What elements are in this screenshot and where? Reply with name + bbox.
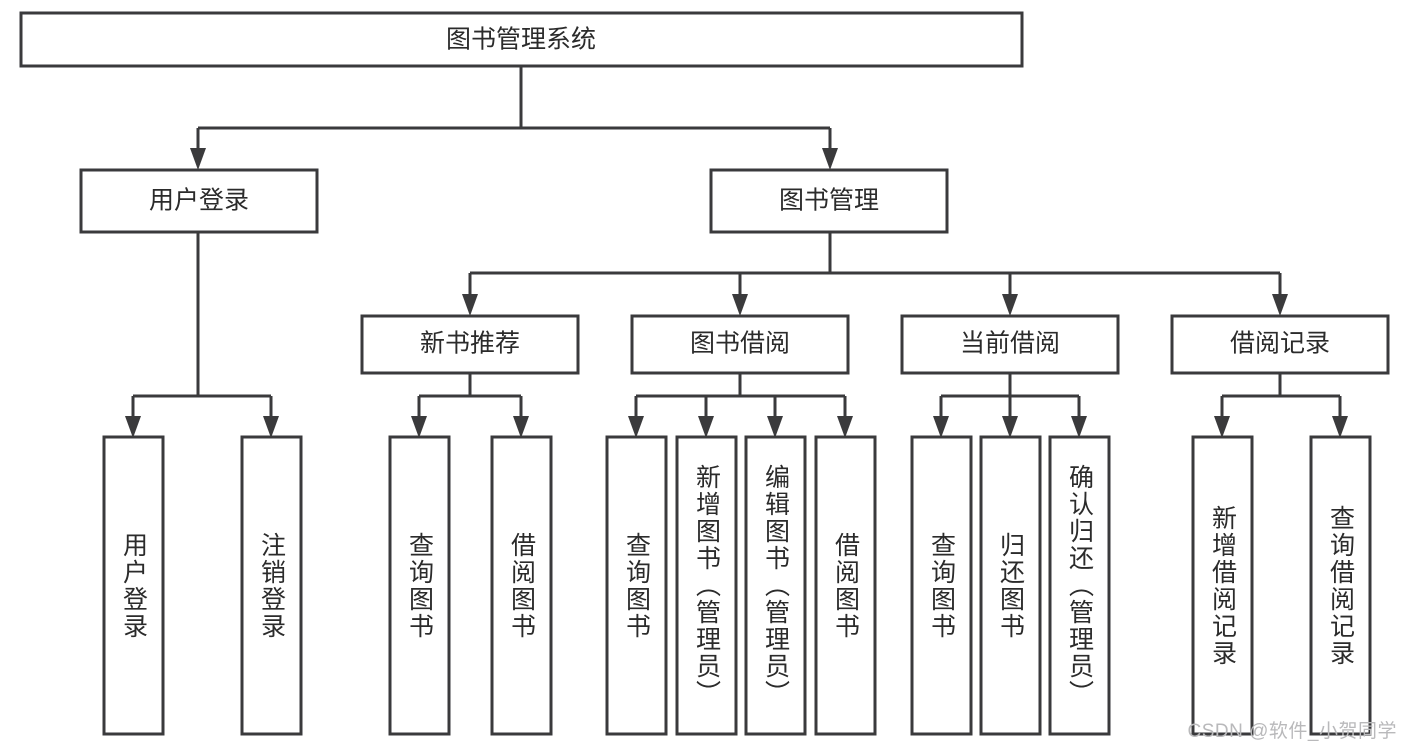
node-current-borrow-label: 当前借阅 [960,330,1060,358]
leaf-box-current-borrow-0[interactable] [910,435,973,736]
node-current-borrow[interactable]: 当前借阅 [900,314,1120,375]
connector-currentborrow-to-leaves [933,373,1087,438]
node-book-borrow[interactable]: 图书借阅 [630,314,850,375]
leaf-box-new-book-0[interactable] [388,435,451,736]
node-borrow-record-box[interactable] [1170,314,1390,375]
node-new-book-recommend-box[interactable] [360,314,580,375]
connector-bookborrow-to-leaves [628,373,853,438]
node-borrow-record[interactable]: 借阅记录 [1170,314,1390,375]
csdn-watermark: CSDN @软件_小贺同学 [1187,721,1397,742]
node-book-management-box[interactable] [709,168,949,234]
node-user-login-box[interactable] [79,168,319,234]
node-current-borrow-box[interactable] [900,314,1120,375]
node-user-login-label: 用户登录 [149,187,249,215]
leaf-box-current-borrow-1[interactable] [979,435,1042,736]
leaf-box-book-borrow-2[interactable] [744,435,807,736]
node-book-management[interactable]: 图书管理 [709,168,949,234]
node-root-label: 图书管理系统 [446,26,596,54]
node-root-box[interactable] [19,11,1024,68]
leaf-box-user-login-1[interactable] [240,435,303,736]
node-user-login[interactable]: 用户登录 [79,168,319,234]
leaf-box-book-borrow-1[interactable] [675,435,738,736]
node-book-borrow-box[interactable] [630,314,850,375]
connector-bookmgmt-to-level3 [462,232,1288,316]
connector-borrowrecord-to-leaves [1214,373,1348,438]
connector-userlogin-to-leaves [125,232,279,438]
leaf-box-book-borrow-0[interactable] [605,435,668,736]
node-root[interactable]: 图书管理系统 [19,11,1024,68]
leaf-box-current-borrow-2[interactable] [1048,435,1111,736]
leaf-box-book-borrow-3[interactable] [814,435,877,736]
leaf-box-borrow-record-1[interactable] [1309,435,1372,736]
connector-newbook-to-leaves [411,373,529,438]
node-book-borrow-label: 图书借阅 [690,330,790,358]
connector-root-to-level2 [190,66,838,170]
leaf-box-user-login-0[interactable] [102,435,165,736]
leaf-box-borrow-record-0[interactable] [1191,435,1254,736]
node-new-book-recommend[interactable]: 新书推荐 [360,314,580,375]
node-borrow-record-label: 借阅记录 [1230,330,1330,358]
leaf-box-new-book-1[interactable] [490,435,553,736]
node-new-book-recommend-label: 新书推荐 [420,330,520,358]
node-book-management-label: 图书管理 [779,187,879,215]
